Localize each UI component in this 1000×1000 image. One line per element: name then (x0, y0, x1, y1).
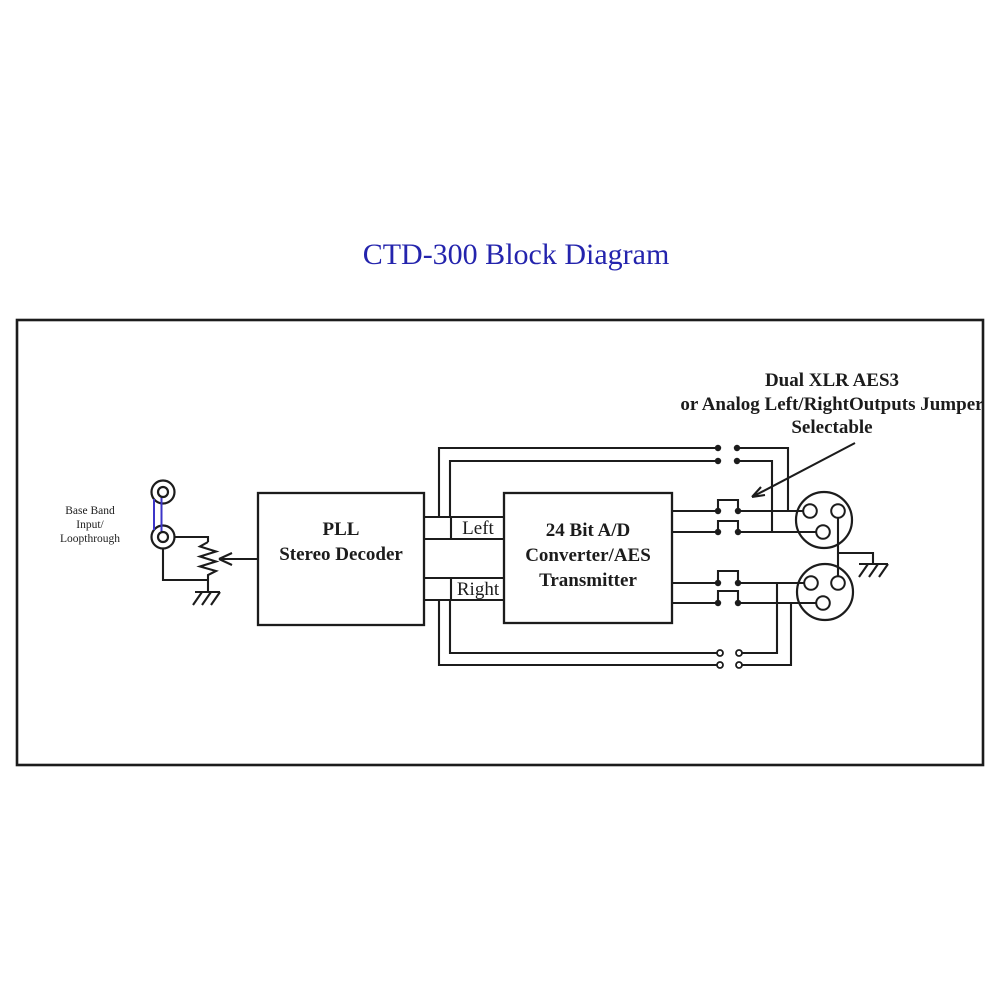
jumper-staple-bottom-1-icon (716, 569, 740, 583)
right-channel-label: Right (457, 579, 500, 600)
jumper-annotation-line3: Selectable (791, 417, 872, 438)
right-channel-band (424, 576, 504, 602)
open-pin-dot (716, 649, 724, 657)
jumper-annotation-line1: Dual XLR AES3 (765, 370, 899, 391)
wire-left-rail-outer-drop (737, 446, 790, 511)
pin-dot (733, 457, 741, 465)
labels: Dual XLR AES3 or Analog Left/RightOutput… (60, 370, 984, 600)
ground-icon-input (192, 590, 221, 606)
input-label-line3: Loopthrough (60, 533, 120, 545)
pin-dot (714, 457, 722, 465)
left-channel-label: Left (462, 518, 494, 539)
wire-xlr-ground-stub (838, 551, 875, 564)
xlr-top-pin-center (815, 524, 831, 540)
adc-box-label-line3: Transmitter (539, 570, 637, 591)
wire-right-rail-inner (448, 600, 720, 655)
wire-bnc-to-pot (163, 535, 210, 542)
wire-right-rail-outer-rise (739, 603, 793, 667)
adc-transmitter-box (502, 491, 674, 625)
pin-dot (734, 528, 742, 536)
open-pin-dot (716, 661, 724, 669)
pll-box-label-line2: Stereo Decoder (279, 544, 403, 565)
jumper-staple-bottom-2-icon (716, 589, 740, 603)
jumper-annotation-line2: or Analog Left/RightOutputs Jumper (680, 394, 984, 415)
jumper-staple-top-2-icon (716, 519, 740, 532)
open-pin-dot (735, 649, 743, 657)
adc-box-label-line2: Converter/AES (525, 545, 651, 566)
pin-dot (714, 579, 722, 587)
potentiometer-icon (196, 541, 220, 592)
adc-box-label-line1: 24 Bit A/D (546, 520, 630, 541)
input-label-line2: Input/ (76, 519, 104, 531)
pin-dot (714, 507, 722, 515)
xlr-top-pin-left (802, 503, 818, 519)
bnc-center-pin-bottom (156, 530, 170, 544)
open-pin-dot (735, 661, 743, 669)
pin-dot (714, 528, 722, 536)
xlr-pins (802, 503, 846, 611)
xlr-bottom-pin-right (830, 575, 846, 591)
bnc-connectors (150, 479, 176, 550)
wire-right-rail-outer (437, 600, 720, 667)
page-title: CTD-300 Block Diagram (363, 238, 670, 271)
pin-dot (734, 599, 742, 607)
wire-right-rail-inner-rise (739, 583, 779, 655)
left-channel-band (424, 515, 504, 541)
pin-dot (734, 507, 742, 515)
pin-dot (734, 579, 742, 587)
wire-left-rail-outer (437, 446, 718, 517)
bnc-center-pin-top (156, 485, 170, 499)
xlr-connector-bottom-icon (795, 562, 855, 622)
jumper-staple-top-1-icon (716, 498, 740, 511)
wire-left-rail-inner (448, 459, 718, 517)
callout-arrow-icon (751, 442, 856, 499)
jumper-pin-dots (714, 444, 743, 669)
pll-box-label-line1: PLL (323, 519, 360, 540)
pin-dot (714, 444, 722, 452)
wire-bnc-shield (161, 537, 208, 582)
input-label-line1: Base Band (65, 505, 115, 517)
ground-icon-xlr (858, 562, 889, 578)
xlr-bottom-pin-center (815, 595, 831, 611)
xlr-bottom-pin-left (803, 575, 819, 591)
pot-wiper-arrow-icon (218, 552, 258, 566)
pll-decoder-box (256, 491, 426, 627)
pin-dot (714, 599, 722, 607)
xlr-top-pin-right (830, 503, 846, 519)
diagram-frame (15, 318, 985, 767)
wire-left-rail-inner-drop (737, 459, 774, 532)
pin-dot (733, 444, 741, 452)
wiring (161, 446, 889, 667)
